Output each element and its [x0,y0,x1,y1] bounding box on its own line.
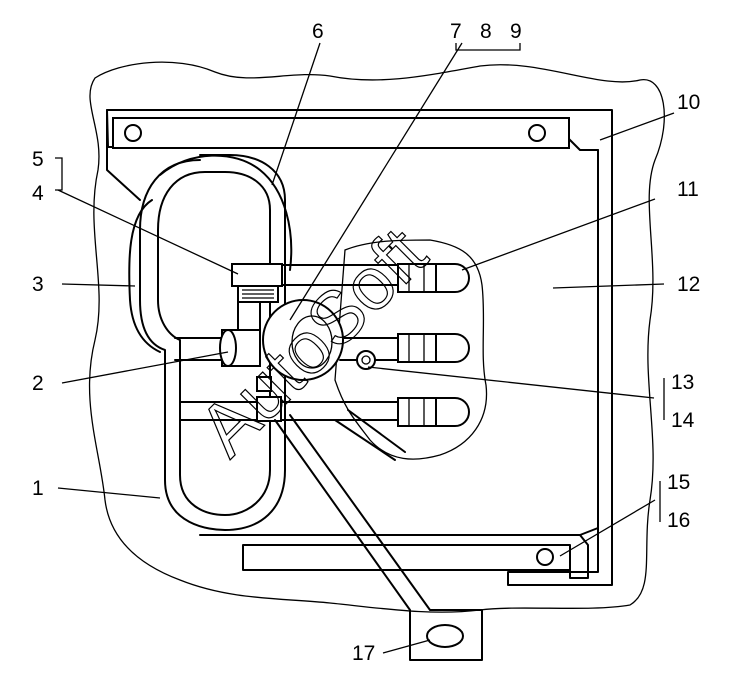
lower-fitting-nut [256,396,282,422]
expansion-valve-dome [291,315,333,369]
cutaway-outline [88,61,665,613]
nut-threads [242,289,274,299]
small-nut-bore [361,355,371,365]
label-7: 7 [450,20,462,43]
loop-pipe-inner [157,171,271,516]
mounting-plate-inner-edge [106,109,141,201]
label-12: 12 [677,273,700,296]
label-8: 8 [480,20,492,43]
fitting-lower-right [397,397,470,427]
top-left-bolt-hole [124,124,142,142]
loop-pipe-outer [139,154,286,531]
leader-lines [55,42,675,654]
label-5: 5 [32,148,44,171]
loop-pipe-left-return [128,199,161,353]
pipe-lower-left-branch [179,401,259,421]
fitting-upper-right [397,263,470,293]
label-17: 17 [352,642,375,665]
top-bracket [112,117,570,149]
label-10: 10 [677,91,700,114]
label-1: 1 [32,477,44,500]
pipe-upper [281,264,399,286]
top-right-bolt-hole [528,124,546,142]
probe-ring [426,624,464,648]
diagonal-pipe [334,409,406,461]
label-6: 6 [312,20,324,43]
tee-fitting-end [219,329,237,367]
pipe-lower [281,401,399,421]
small-nut [356,350,376,370]
mounting-plate-lower-lip [199,534,589,579]
label-9: 9 [510,20,522,43]
label-14: 14 [671,409,695,432]
label-2: 2 [32,372,44,395]
label-4: 4 [32,182,44,205]
probe-wand [274,414,483,661]
inner-cutaway [334,239,488,460]
label-13: 13 [671,371,694,394]
label-15: 15 [667,471,690,494]
fitting-middle-right [397,333,470,363]
valve-stem [256,376,272,392]
bottom-bolt-hole [536,548,554,566]
label-3: 3 [32,273,44,296]
label-16: 16 [667,509,690,532]
loop-pipe-upper-outer [159,154,293,271]
label-11: 11 [677,178,699,201]
upper-union-nut [231,263,283,287]
mounting-plate-right-rim [579,149,599,536]
